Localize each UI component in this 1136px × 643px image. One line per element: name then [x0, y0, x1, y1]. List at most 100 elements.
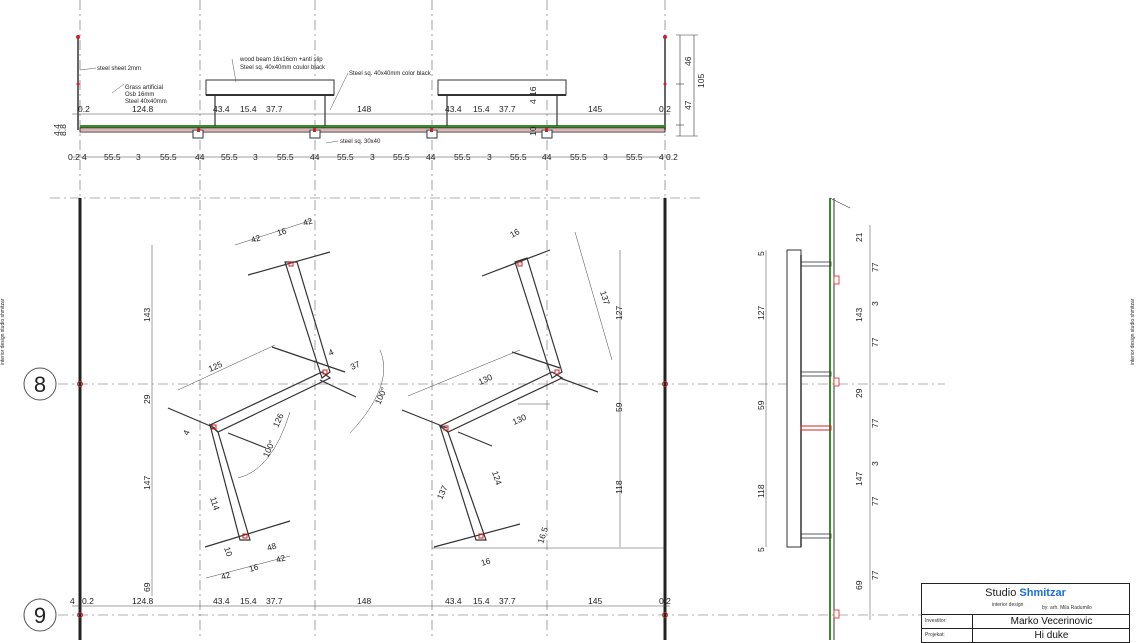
svg-text:100°: 100°: [373, 386, 389, 406]
svg-text:130: 130: [511, 412, 528, 427]
svg-text:37.7: 37.7: [266, 596, 283, 606]
svg-text:42: 42: [220, 570, 232, 582]
svg-text:148: 148: [357, 596, 371, 606]
svg-text:29: 29: [854, 388, 864, 398]
svg-text:46: 46: [683, 56, 693, 66]
svg-text:55.5: 55.5: [104, 152, 121, 162]
svg-text:143: 143: [142, 308, 152, 322]
svg-text:0.2: 0.2: [659, 596, 671, 606]
svg-text:77: 77: [870, 262, 880, 272]
svg-text:77: 77: [870, 337, 880, 347]
svg-text:4: 4: [528, 99, 538, 104]
svg-text:16: 16: [508, 226, 521, 240]
studio-subtitle: interior design: [992, 602, 1024, 608]
svg-text:77: 77: [870, 496, 880, 506]
svg-text:4.4: 4.4: [52, 124, 62, 136]
svg-text:55.5: 55.5: [454, 152, 471, 162]
svg-text:127: 127: [614, 306, 624, 320]
svg-text:29: 29: [142, 394, 152, 404]
svg-text:55.5: 55.5: [570, 152, 587, 162]
row-divider: [972, 629, 973, 643]
svg-text:Steel sq. 40x40mm coulor black: Steel sq. 40x40mm coulor black: [240, 65, 326, 71]
row-divider: [972, 615, 973, 629]
side-view: [765, 197, 871, 640]
material-notes: steel sheet 2mm Grass artificial Osb 16m…: [97, 57, 432, 145]
svg-text:43.4: 43.4: [213, 104, 230, 114]
svg-text:5: 5: [756, 547, 766, 552]
svg-text:4: 4: [659, 152, 664, 162]
svg-text:148: 148: [357, 104, 371, 114]
svg-text:59: 59: [614, 402, 624, 412]
svg-text:44: 44: [426, 152, 436, 162]
svg-text:43.4: 43.4: [213, 596, 230, 606]
brand-name: Shmitzar: [1019, 587, 1066, 599]
svg-text:118: 118: [756, 484, 766, 498]
svg-text:69: 69: [142, 582, 152, 592]
svg-text:4: 4: [327, 347, 336, 358]
project-row: Projekat: Hi duke: [922, 628, 1129, 643]
svg-text:0.2: 0.2: [68, 152, 80, 162]
svg-text:145: 145: [588, 104, 602, 114]
svg-text:55.5: 55.5: [510, 152, 527, 162]
investor-value: Marko Vecerinovic: [1010, 616, 1093, 627]
svg-text:37: 37: [349, 359, 362, 372]
side-note-left: interior design studio shmitzar: [0, 298, 6, 365]
investor-row: Investitor: Marko Vecerinovic: [922, 614, 1129, 629]
svg-text:37.7: 37.7: [266, 104, 283, 114]
svg-text:77: 77: [870, 418, 880, 428]
svg-text:125: 125: [207, 359, 224, 374]
studio-author: by: arh. Mila Radumilo: [1042, 605, 1092, 611]
svg-text:55.5: 55.5: [393, 152, 410, 162]
svg-text:42: 42: [250, 233, 262, 245]
svg-text:steel sq. 30x40: steel sq. 30x40: [340, 139, 381, 145]
svg-text:3: 3: [870, 461, 880, 466]
svg-text:16: 16: [248, 562, 260, 574]
svg-text:4: 4: [82, 152, 87, 162]
svg-text:3: 3: [253, 152, 258, 162]
svg-text:105: 105: [696, 74, 706, 88]
grid-lines: [50, 0, 945, 640]
svg-text:3: 3: [487, 152, 492, 162]
svg-text:0.2: 0.2: [78, 104, 90, 114]
svg-text:55.5: 55.5: [626, 152, 643, 162]
svg-text:37.7: 37.7: [499, 104, 516, 114]
investor-key: Investitor:: [925, 618, 947, 624]
svg-text:3: 3: [370, 152, 375, 162]
svg-text:42: 42: [302, 216, 314, 228]
svg-text:43.4: 43.4: [445, 104, 462, 114]
project-value: Hi duke: [1034, 630, 1069, 641]
svg-text:59: 59: [756, 400, 766, 410]
svg-text:15.4: 15.4: [473, 104, 490, 114]
svg-text:55.5: 55.5: [277, 152, 294, 162]
studio-name: Studio Shmitzar: [922, 587, 1129, 599]
svg-text:44: 44: [542, 152, 552, 162]
svg-text:16: 16: [528, 86, 538, 96]
svg-text:5: 5: [756, 251, 766, 256]
svg-text:Osb 16mm: Osb 16mm: [125, 92, 154, 98]
svg-text:16: 16: [276, 226, 288, 238]
svg-text:137: 137: [598, 290, 612, 307]
svg-text:48: 48: [266, 541, 278, 553]
svg-text:118: 118: [614, 480, 624, 494]
svg-text:124: 124: [490, 470, 504, 487]
dims-bottom-row: 4 0.2 124.8 43.4 15.4 37.7 148 43.4 15.4…: [70, 596, 671, 606]
plan-view: [72, 198, 670, 640]
elevation-view: [72, 34, 698, 158]
svg-text:137: 137: [435, 484, 450, 501]
svg-text:100°: 100°: [261, 439, 277, 459]
svg-text:127: 127: [756, 306, 766, 320]
dims-plan-left: 42 16 42 143 125 4 37 126 4 29 100° 147 …: [142, 216, 389, 592]
svg-text:114: 114: [208, 496, 222, 512]
svg-text:10: 10: [222, 546, 235, 558]
svg-text:0.2: 0.2: [82, 596, 94, 606]
svg-text:15.4: 15.4: [240, 104, 257, 114]
svg-text:3: 3: [870, 301, 880, 306]
svg-text:0.2: 0.2: [666, 152, 678, 162]
title-block: Studio Shmitzar interior design by: arh.…: [921, 583, 1130, 643]
svg-text:16.5: 16.5: [535, 526, 550, 545]
svg-text:44: 44: [195, 152, 205, 162]
svg-text:44: 44: [310, 152, 320, 162]
svg-text:69: 69: [854, 580, 864, 590]
svg-text:4: 4: [181, 428, 192, 437]
svg-text:15.4: 15.4: [240, 596, 257, 606]
